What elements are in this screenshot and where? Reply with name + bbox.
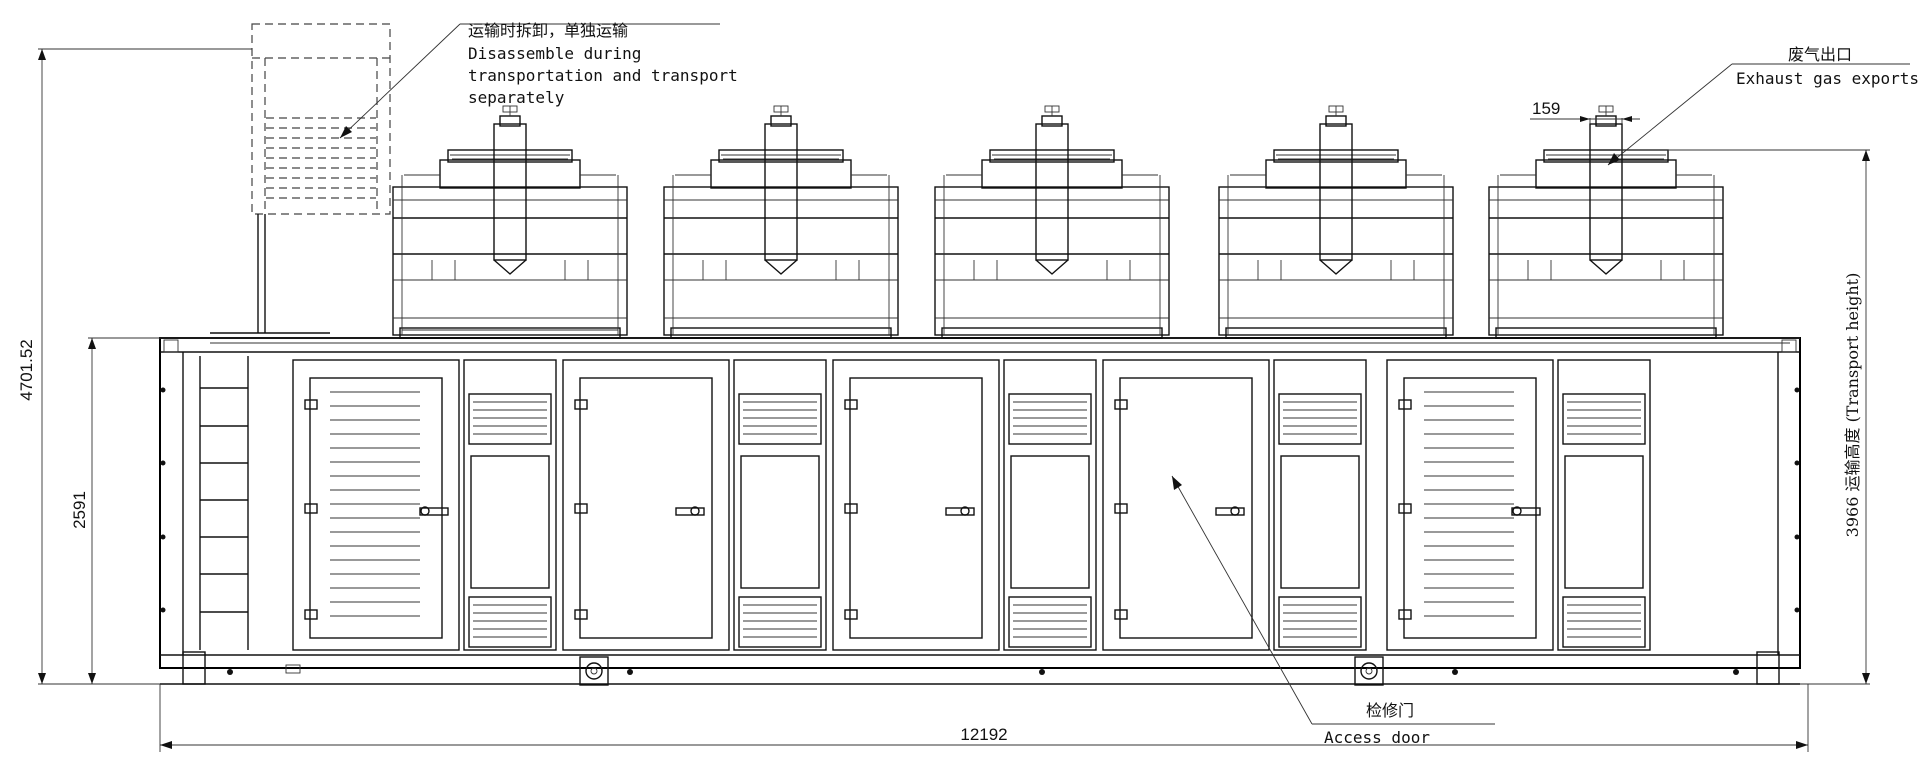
roof-radiator (934, 105, 1170, 339)
bay (832, 359, 1097, 651)
bay (1386, 359, 1651, 651)
dimension-transport-height: 3966 运输高度 (Transport height) (1620, 149, 1870, 685)
container-height-label: 2591 (70, 491, 89, 529)
roof-radiator (663, 105, 899, 339)
roof-radiator (1488, 105, 1724, 339)
annotation-exhaust: 废气出口 Exhaust gas exports (1607, 45, 1919, 166)
transport-height-label: 3966 运输高度 (Transport height) (1843, 273, 1862, 538)
dimension-container-height: 2591 (70, 337, 160, 684)
exhaust-pipe-size-label: 159 (1532, 99, 1560, 118)
dimension-total-height: 4701.52 (17, 48, 252, 685)
bay (562, 359, 827, 651)
bay (1102, 359, 1367, 651)
detach-note-en-3: separately (468, 88, 565, 107)
length-label: 12192 (960, 725, 1007, 744)
exhaust-note-cn: 废气出口 (1788, 45, 1852, 64)
detach-note-en-1: Disassemble during (468, 44, 641, 63)
roof-radiator (392, 105, 628, 339)
detach-note-cn: 运输时拆卸，单独运输 (468, 21, 628, 40)
roof-radiator (1218, 105, 1454, 339)
access-door-note-en: Access door (1324, 728, 1430, 747)
exhaust-note-en: Exhaust gas exports (1736, 69, 1919, 88)
bay (292, 359, 557, 651)
detachable-unit (210, 23, 391, 334)
annotation-detach: 运输时拆卸，单独运输 Disassemble during transporta… (339, 21, 738, 139)
annotation-access-door: 检修门 Access door (1171, 475, 1495, 747)
dimension-exhaust-pipe: 159 (1530, 99, 1640, 124)
total-height-label: 4701.52 (17, 339, 36, 400)
ladder (199, 356, 249, 650)
dimension-length: 12192 (159, 684, 1809, 752)
detach-note-en-2: transportation and transport (468, 66, 738, 85)
access-door-note-cn: 检修门 (1366, 701, 1414, 720)
